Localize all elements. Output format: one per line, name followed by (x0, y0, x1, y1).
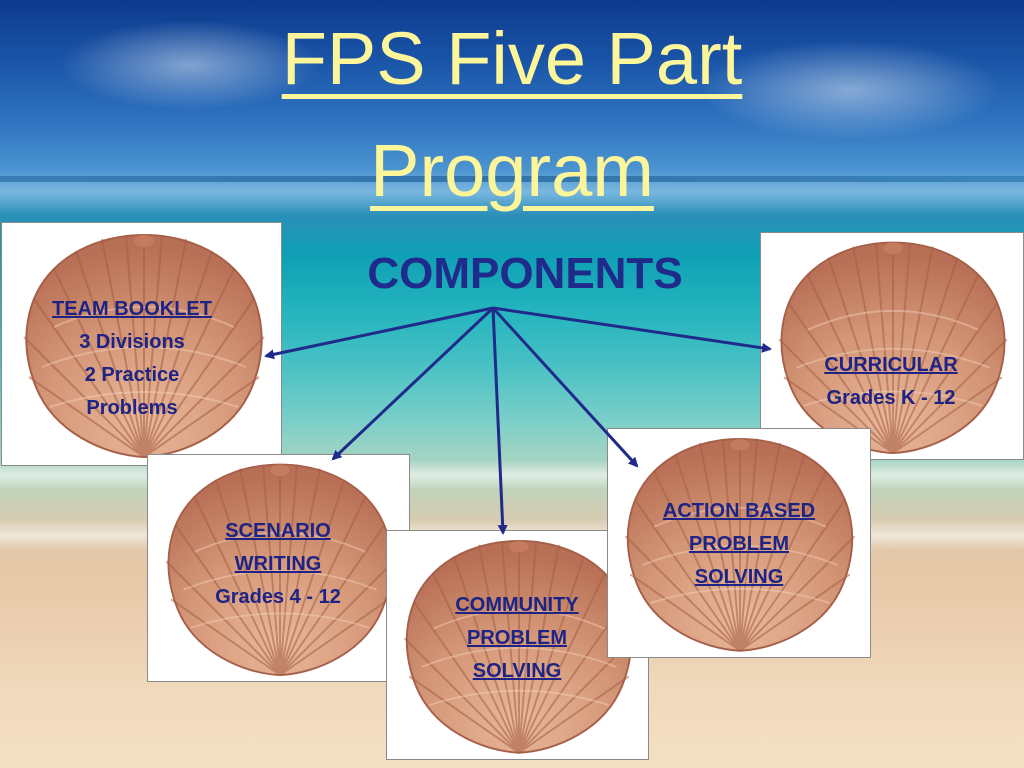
action-based-heading-3: SOLVING (694, 566, 784, 588)
action-based-heading-1: ACTION BASED (662, 500, 816, 522)
community-problem-solving-card: COMMUNITY PROBLEM SOLVING (386, 530, 649, 760)
cloud-decoration (700, 40, 1000, 140)
slide-title-line-1: FPS Five Part (281, 17, 743, 100)
scallop-shell-icon (778, 241, 1008, 455)
team-booklet-card: TEAM BOOKLET 3 Divisions 2 Practice Prob… (1, 222, 282, 466)
components-label: COMPONENTS (367, 249, 683, 298)
community-heading-1: COMMUNITY (455, 594, 579, 616)
team-booklet-line-1: 3 Divisions (79, 331, 185, 353)
curricular-label: CURRICULAR Grades K - 12 (791, 349, 991, 415)
scenario-writing-heading-2: WRITING (234, 553, 322, 575)
action-based-heading-2: PROBLEM (689, 533, 789, 555)
scenario-writing-card: SCENARIO WRITING Grades 4 - 12 (147, 454, 410, 682)
scenario-writing-line-1: Grades 4 - 12 (215, 586, 341, 608)
team-booklet-label: TEAM BOOKLET 3 Divisions 2 Practice Prob… (22, 293, 242, 425)
action-based-label: ACTION BASED PROBLEM SOLVING (628, 495, 850, 594)
arrow-to-team-booklet (264, 306, 494, 360)
curricular-heading: CURRICULAR (824, 354, 958, 376)
slide-title-line-2: Program (370, 129, 654, 212)
action-based-problem-solving-card: ACTION BASED PROBLEM SOLVING (607, 428, 871, 658)
arrow-to-scenario-writing (331, 306, 495, 461)
team-booklet-line-3: Problems (86, 397, 178, 419)
team-booklet-line-2: 2 Practice (84, 364, 180, 386)
team-booklet-heading: TEAM BOOKLET (52, 298, 212, 320)
community-problem-solving-label: COMMUNITY PROBLEM SOLVING (417, 589, 617, 688)
cloud-decoration (60, 20, 320, 110)
scenario-writing-heading-1: SCENARIO (225, 520, 331, 542)
curricular-card: CURRICULAR Grades K - 12 (760, 232, 1024, 460)
community-heading-2: PROBLEM (467, 627, 567, 649)
curricular-line-1: Grades K - 12 (826, 387, 956, 409)
scenario-writing-label: SCENARIO WRITING Grades 4 - 12 (178, 515, 378, 614)
arrow-to-community-problem-solving (491, 307, 508, 535)
arrow-to-curricular (492, 306, 772, 353)
community-heading-3: SOLVING (472, 660, 562, 682)
horizon-line (0, 176, 1024, 182)
